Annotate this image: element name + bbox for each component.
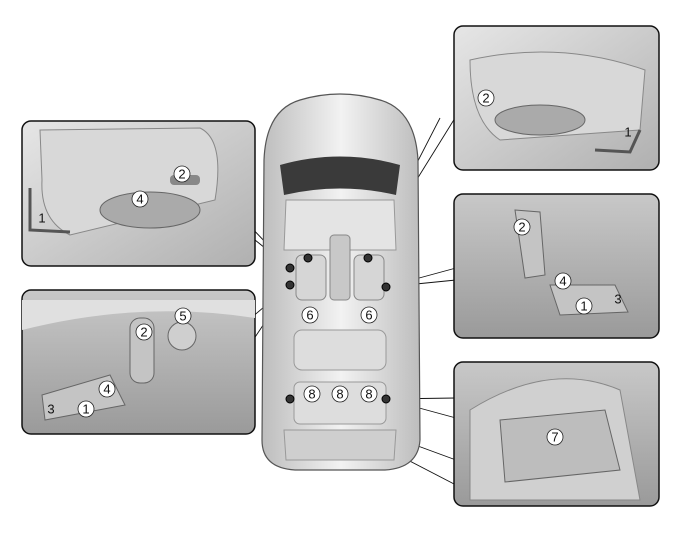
- panel-passenger-seat-side: 2 1: [453, 25, 660, 171]
- callout-number: 5: [179, 309, 186, 324]
- car-callouts: 6 6 8 8 8: [301, 306, 378, 403]
- callout-6-right: 6: [365, 308, 372, 323]
- callout-8-left: 8: [308, 387, 315, 402]
- callout-number: 4: [559, 274, 566, 289]
- panel-driver-seat-side: 2 4 1: [21, 120, 256, 267]
- callout-number: 2: [140, 325, 147, 340]
- callout-number: 2: [482, 91, 489, 106]
- callout-6-left: 6: [306, 308, 313, 323]
- callout-number: 1: [624, 125, 631, 140]
- callout-8-right: 8: [365, 387, 372, 402]
- callout-number: 4: [136, 192, 143, 207]
- switch-locations: [285, 253, 391, 404]
- callout-8-center: 8: [336, 387, 343, 402]
- callout-number: 3: [614, 292, 621, 307]
- callout-number: 7: [551, 430, 558, 445]
- callout-number: 1: [82, 402, 89, 417]
- callout-number: 4: [103, 382, 110, 397]
- panel-passenger-seat-switches: 2 4 1 3: [453, 193, 660, 339]
- callout-number: 1: [580, 299, 587, 314]
- panel-rear-seat-switch: 7: [453, 361, 660, 507]
- callout-number: 1: [38, 211, 45, 226]
- callout-number: 2: [178, 167, 185, 182]
- callout-number: 2: [518, 220, 525, 235]
- callout-number: 3: [47, 402, 54, 417]
- car-top-view: [261, 93, 421, 471]
- panel-driver-seat-switches: 5 2 4 3 1: [21, 289, 256, 435]
